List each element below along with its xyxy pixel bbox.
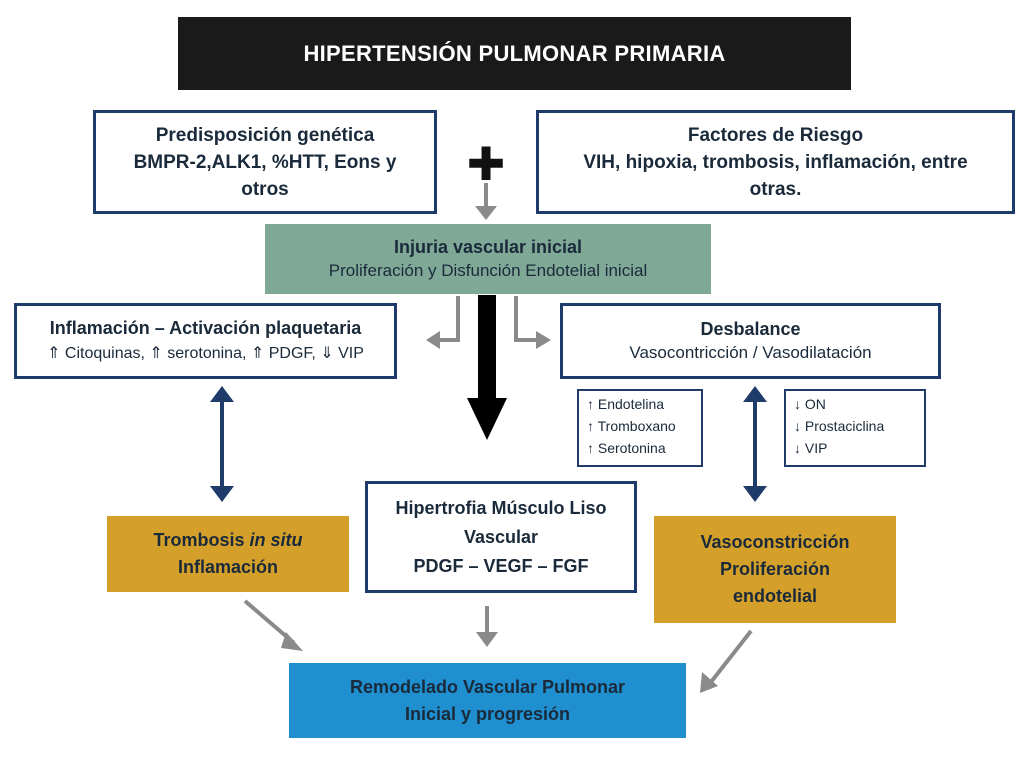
diagram-title: HIPERTENSIÓN PULMONAR PRIMARIA: [178, 17, 851, 90]
inflammation-box: Inflamación – Activación plaquetaria ⇑ C…: [14, 303, 397, 379]
injury-subtitle: Proliferación y Disfunción Endotelial in…: [328, 261, 648, 280]
arrow-hypertrophy-to-remodeling: [476, 606, 498, 647]
list-item: ↓ ON: [794, 396, 826, 412]
vaso-line: Vasoconstricción: [700, 532, 850, 552]
risk-line: Factores de Riesgo: [687, 124, 864, 146]
imbalance-subtitle: Vasocontricción / Vasodilatación: [629, 343, 872, 362]
vaso-line: endotelial: [732, 586, 817, 606]
genetic-predisposition-box: Predisposición genética BMPR-2,ALK1, %HT…: [93, 110, 437, 214]
remodeling-line: Remodelado Vascular Pulmonar: [349, 676, 626, 697]
remodeling-line: Inicial y progresión: [404, 703, 571, 724]
arrow-injury-to-imbalance: [514, 296, 551, 349]
smooth-muscle-hypertrophy-box: Hipertrofia Músculo Liso Vascular PDGF –…: [365, 481, 637, 593]
vasoconstriction-box: Vasoconstricción Proliferación endotelia…: [654, 516, 896, 623]
hypertrophy-line: PDGF – VEGF – FGF: [413, 555, 589, 576]
hypertrophy-line: Hipertrofia Músculo Liso: [395, 497, 607, 518]
thrombosis-line2: Inflamación: [177, 557, 279, 577]
arrow-plus-to-injury: [475, 183, 497, 220]
list-item: ↑ Serotonina: [587, 440, 666, 456]
thrombosis-line1: Trombosis in situ: [153, 527, 302, 554]
risk-factors-box: Factores de Riesgo VIH, hipoxia, trombos…: [536, 110, 1015, 214]
imbalance-box: Desbalance Vasocontricción / Vasodilatac…: [560, 303, 941, 379]
arrow-vasoconstriction-to-remodeling: [700, 629, 753, 693]
injury-title: Injuria vascular inicial: [393, 237, 583, 257]
decreased-mediators-list: ↓ ON ↓ Prostaciclina ↓ VIP: [784, 389, 926, 467]
risk-line: otras.: [749, 178, 802, 200]
vascular-remodeling-box: Remodelado Vascular Pulmonar Inicial y p…: [289, 663, 686, 738]
diagram-title-text: HIPERTENSIÓN PULMONAR PRIMARIA: [303, 40, 726, 66]
list-item: ↑ Tromboxano: [587, 418, 676, 434]
vaso-line: Proliferación: [719, 559, 831, 579]
hypertrophy-line: Vascular: [463, 526, 539, 547]
list-item: ↑ Endotelina: [587, 396, 665, 412]
inflammation-detail: ⇑ Citoquinas, ⇑ serotonina, ⇑ PDGF, ⇓ VI…: [47, 345, 364, 362]
list-item: ↓ VIP: [794, 440, 828, 456]
inflammation-title: Inflamación – Activación plaquetaria: [49, 318, 362, 338]
vascular-injury-box: Injuria vascular inicial Proliferación y…: [265, 224, 711, 294]
thrombosis-prefix: Trombosis: [153, 530, 250, 550]
plus-icon: ✚: [467, 137, 506, 191]
list-item: ↓ Prostaciclina: [794, 418, 885, 434]
double-arrow-left: [210, 386, 234, 502]
double-arrow-right: [743, 386, 767, 502]
risk-line: VIH, hipoxia, trombosis, inflamación, en…: [583, 151, 968, 173]
increased-mediators-list: ↑ Endotelina ↑ Tromboxano ↑ Serotonina: [577, 389, 703, 467]
thrombosis-box: Trombosis in situ Inflamación: [107, 516, 349, 592]
thrombosis-italic: in situ: [249, 530, 303, 550]
imbalance-title: Desbalance: [700, 319, 801, 339]
genetic-line: otros: [241, 178, 289, 200]
genetic-line: BMPR-2,ALK1, %HTT, Eons y: [133, 151, 397, 173]
genetic-line: Predisposición genética: [155, 124, 375, 146]
arrow-thrombosis-to-remodeling: [243, 599, 303, 651]
arrow-injury-to-inflammation: [426, 296, 460, 349]
arrow-injury-to-hypertrophy: [467, 295, 507, 440]
